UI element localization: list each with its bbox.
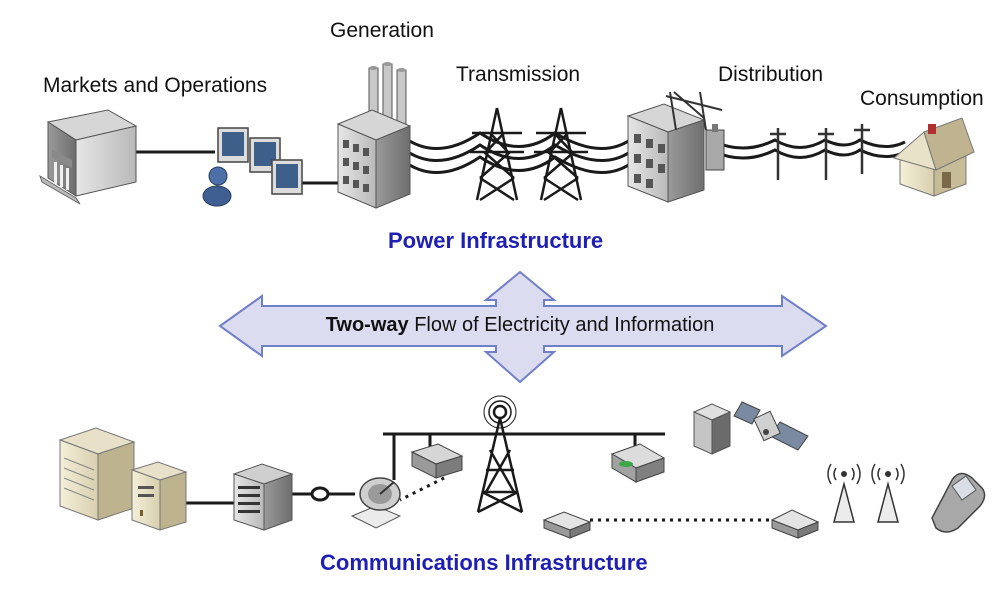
distribution-pole-icon [770,124,870,180]
network-cabinet-icon [232,463,294,531]
radio-antenna-icon [827,463,861,523]
distribution-label: Distribution [718,63,824,86]
house-icon [892,117,975,197]
flow-label-bold: Two-way [325,314,409,336]
communications-tower-icon [476,395,524,514]
generation-label: Generation [330,19,434,42]
consumption-label: Consumption [860,87,984,110]
satellite-dish-icon [350,477,402,529]
radio-antenna-icon [871,463,905,523]
markets-building-icon [39,109,138,205]
server-tower-icon [58,427,188,531]
power-infrastructure-title: Power Infrastructure [388,228,604,253]
transmission-tower-icon [534,107,588,202]
outdoor-unit-icon [692,403,732,455]
communications-infrastructure-title: Communications Infrastructure [320,550,648,575]
access-point-icon [542,511,592,539]
two-way-arrow-icon [218,270,828,384]
operator-workstation-icon [202,127,303,207]
transmission-label: Transmission [456,63,581,86]
markets-label: Markets and Operations [43,74,268,97]
access-point-icon [770,509,820,539]
power-plant-icon [336,62,412,209]
mobile-phone-icon [931,472,986,533]
satellite-icon [733,401,809,451]
substation-icon [626,91,725,203]
comm-dotted-links [399,476,772,522]
two-way-flow-label: Two-way Flow of Electricity and Informat… [260,315,780,335]
router-icon [610,443,666,483]
network-switch-icon [410,443,464,479]
flow-label-rest: Flow of Electricity and Information [408,314,715,336]
transmission-tower-icon [470,107,524,202]
